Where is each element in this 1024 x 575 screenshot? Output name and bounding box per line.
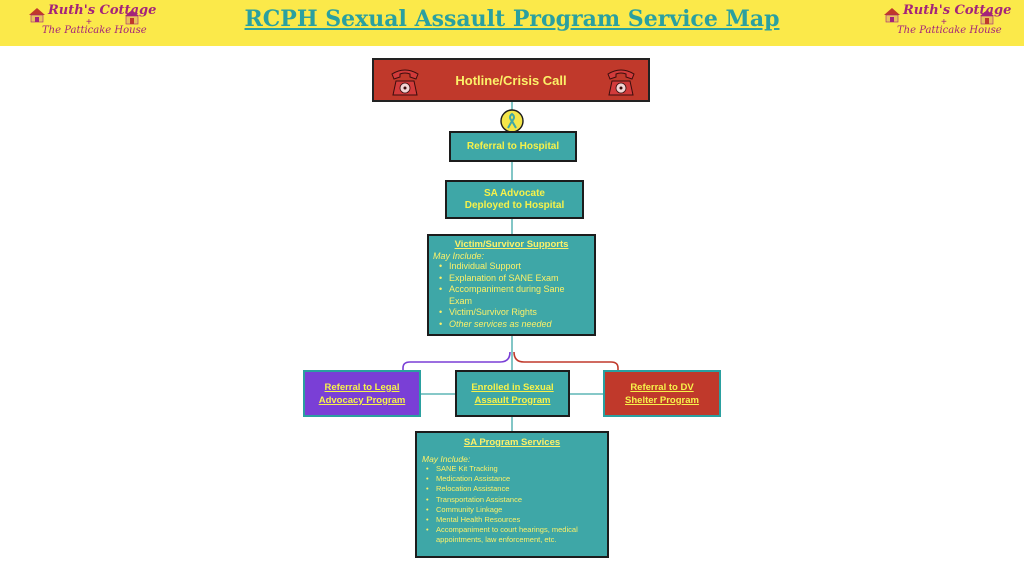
sa-advocate-box: SA Advocate Deployed to Hospital: [445, 180, 584, 219]
supports-may-include: May Include:: [433, 251, 485, 261]
branch-to-dv: [513, 351, 619, 370]
house-icon: [29, 8, 45, 23]
house-icon: [125, 10, 139, 25]
list-item: SANE Kit Tracking: [426, 464, 602, 474]
legal-line2: Advocacy Program: [318, 394, 406, 406]
logo-line2: The Patticake House: [897, 25, 1002, 36]
logo-right: Ruth's Cottage + The Patticake House: [883, 3, 1011, 43]
list-item: Individual Support: [439, 261, 590, 273]
house-icon: [980, 10, 994, 25]
list-item: Accompaniment to court hearings, medical…: [426, 525, 602, 545]
logo-line2: The Patticake House: [42, 25, 147, 36]
services-heading: SA Program Services: [463, 437, 561, 448]
enrolled-line1: Enrolled in Sexual: [471, 381, 554, 393]
advocate-line2: Deployed to Hospital: [464, 199, 565, 211]
list-item: Victim/Survivor Rights: [439, 307, 590, 319]
sa-program-services-box: SA Program Services May Include: SANE Ki…: [415, 431, 609, 558]
house-icon: [884, 8, 900, 23]
list-item: Relocation Assistance: [426, 484, 602, 494]
phone-icon: [607, 69, 635, 96]
hotline-label: Hotline/Crisis Call: [455, 72, 567, 88]
enrolled-sa-program-box: Enrolled in Sexual Assault Program: [455, 370, 570, 417]
branch-to-legal: [402, 351, 511, 370]
dv-line1: Referral to DV: [630, 381, 694, 393]
services-may-include: May Include:: [422, 454, 471, 464]
list-item: Medication Assistance: [426, 474, 602, 484]
legal-line1: Referral to Legal: [324, 381, 400, 393]
dv-line2: Shelter Program: [625, 394, 699, 406]
logo-plus: +: [86, 17, 92, 28]
referral-to-hospital-box: Referral to Hospital: [449, 131, 577, 162]
logo-plus: +: [941, 17, 947, 28]
supports-list: Individual Support Explanation of SANE E…: [439, 261, 590, 330]
list-item: Accompaniment during Sane Exam: [439, 284, 590, 307]
page-title: RCPH Sexual Assault Program Service Map: [244, 6, 780, 32]
list-item: Other services as needed: [439, 319, 590, 331]
logo-left: Ruth's Cottage + The Patticake House: [28, 3, 156, 43]
victim-survivor-supports-box: Victim/Survivor Supports May Include: In…: [427, 234, 596, 336]
header-bar: Ruth's Cottage + The Patticake House RCP…: [0, 0, 1024, 46]
ribbon-badge-icon: [500, 109, 524, 133]
list-item: Community Linkage: [426, 505, 602, 515]
enrolled-line2: Assault Program: [474, 394, 551, 406]
list-item: Explanation of SANE Exam: [439, 273, 590, 285]
advocate-line1: SA Advocate: [484, 187, 545, 199]
list-item: Transportation Assistance: [426, 495, 602, 505]
hotline-box: Hotline/Crisis Call: [372, 58, 650, 102]
services-list: SANE Kit Tracking Medication Assistance …: [426, 464, 602, 546]
referral-dv-shelter-box: Referral to DV Shelter Program: [603, 370, 721, 417]
phone-icon: [391, 69, 419, 96]
list-item: Mental Health Resources: [426, 515, 602, 525]
referral-legal-advocacy-box: Referral to Legal Advocacy Program: [303, 370, 421, 417]
supports-heading: Victim/Survivor Supports: [454, 239, 569, 250]
